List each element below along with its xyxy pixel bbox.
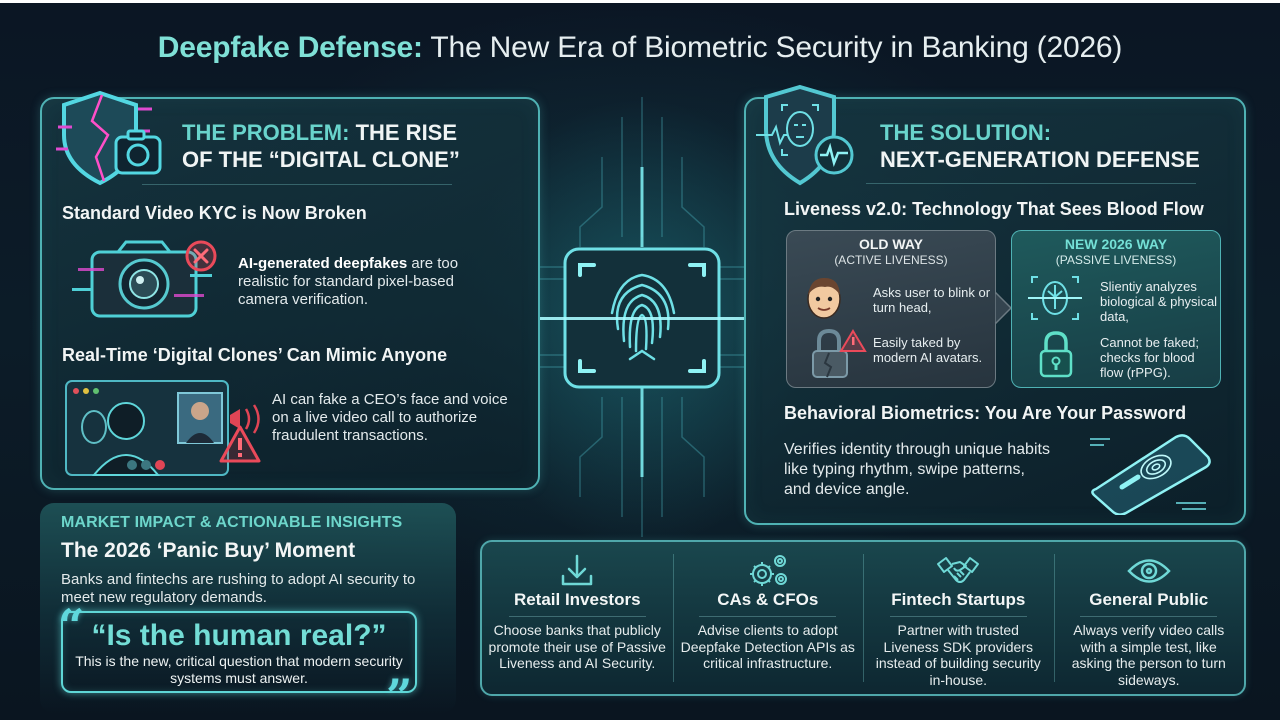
audience-text: Partner with trusted Liveness SDK provid… bbox=[875, 622, 1041, 688]
audience-text: Choose banks that publicly promote their… bbox=[488, 622, 666, 671]
new-way-point1: Slientiy analyzes biological & physical … bbox=[1100, 279, 1218, 324]
page-title: Deepfake Defense: The New Era of Biometr… bbox=[0, 31, 1280, 65]
kyc-bold: AI-generated deepfakes bbox=[238, 255, 408, 272]
solution-divider bbox=[866, 183, 1196, 184]
audience-text: Always verify video calls with a simple … bbox=[1071, 622, 1226, 688]
glitched-camera-icon bbox=[72, 240, 212, 318]
audience-strip: Retail Investors Choose banks that publi… bbox=[480, 540, 1246, 696]
solution-title: THE SOLUTION: NEXT-GENERATION DEFENSE bbox=[880, 119, 1200, 173]
audience-divider bbox=[508, 616, 646, 617]
quote-box: “Is the human real?” This is the new, cr… bbox=[61, 611, 417, 693]
behavioral-heading: Behavioral Biometrics: You Are Your Pass… bbox=[784, 403, 1187, 423]
problem-title: THE PROBLEM: THE RISE OF THE “DIGITAL CL… bbox=[182, 119, 460, 173]
problem-divider bbox=[142, 184, 452, 185]
shield-face-pulse-icon bbox=[756, 84, 854, 186]
old-way-point2: Easily taked by modern AI avatars. bbox=[873, 335, 983, 365]
download-icon bbox=[562, 554, 593, 586]
liveness-heading: Liveness v2.0: Technology That Sees Bloo… bbox=[784, 199, 1204, 219]
new-way-point2: Cannot be faked; checks for blood flow (… bbox=[1100, 335, 1200, 380]
new-way-title: NEW 2026 WAY bbox=[1064, 236, 1168, 252]
solution-title-accent: THE SOLUTION: bbox=[880, 120, 1052, 145]
title-rest: The New Era of Biometric Security in Ban… bbox=[422, 31, 1123, 64]
audience-general-public: General Public Always verify video calls… bbox=[1053, 542, 1245, 694]
solution-title-line2: NEXT-GENERATION DEFENSE bbox=[880, 147, 1200, 172]
gears-icon bbox=[749, 555, 787, 586]
quote-main: “Is the human real?” bbox=[91, 619, 387, 652]
video-call-icon bbox=[65, 380, 260, 476]
audience-title: CAs & CFOs bbox=[717, 590, 819, 609]
kyc-text: are too realistic for standard pixel-bas… bbox=[238, 255, 459, 308]
clone-description: AI can fake a CEO’s face and voice on a … bbox=[272, 391, 508, 444]
infographic-canvas: Deepfake Defense: The New Era of Biometr… bbox=[0, 3, 1280, 720]
market-title: The 2026 ‘Panic Buy’ Moment bbox=[61, 539, 356, 562]
open-quote-icon: “ bbox=[58, 599, 85, 653]
close-quote-icon: ” bbox=[386, 669, 413, 720]
phone-fingerprint-icon bbox=[1090, 434, 1211, 515]
problem-title-accent: THE PROBLEM: bbox=[182, 120, 350, 145]
broken-shield-camera-icon bbox=[56, 90, 162, 186]
kyc-description: AI-generated deepfakes are too realistic… bbox=[238, 255, 508, 309]
market-kicker: MARKET IMPACT & ACTIONABLE INSIGHTS bbox=[61, 514, 403, 531]
solution-panel: THE SOLUTION: NEXT-GENERATION DEFENSE Li… bbox=[744, 97, 1246, 525]
old-way-point1: Asks user to blink or turn head, bbox=[873, 285, 991, 315]
problem-panel: THE PROBLEM: THE RISE OF THE “DIGITAL CL… bbox=[40, 97, 540, 490]
audience-divider bbox=[889, 616, 1027, 617]
warning-triangle-icon bbox=[219, 425, 261, 463]
problem-title-line2: OF THE “DIGITAL CLONE” bbox=[182, 147, 460, 172]
face-scan-icon bbox=[1028, 276, 1082, 320]
audience-text: Advise clients to adopt Deepfake Detecti… bbox=[680, 622, 855, 671]
arrow-right-icon bbox=[995, 292, 1013, 324]
old-way-subtitle: (ACTIVE LIVENESS) bbox=[834, 253, 948, 267]
audience-divider bbox=[699, 616, 837, 617]
error-x-icon bbox=[185, 240, 217, 272]
broken-lock-warning-icon bbox=[812, 328, 867, 378]
market-body: Banks and fintechs are rushing to adopt … bbox=[61, 571, 416, 606]
audience-title: Retail Investors bbox=[513, 590, 641, 609]
behavioral-description: Verifies identity through unique habits … bbox=[784, 441, 1050, 498]
kyc-heading: Standard Video KYC is Now Broken bbox=[62, 203, 367, 223]
market-impact-panel: MARKET IMPACT & ACTIONABLE INSIGHTS The … bbox=[40, 503, 456, 719]
audience-cas-cfos: CAs & CFOs Advise clients to adopt Deepf… bbox=[672, 542, 864, 694]
center-graphic bbox=[540, 97, 744, 537]
audience-title: Fintech Startups bbox=[891, 590, 1026, 609]
old-way-title: OLD WAY bbox=[858, 236, 924, 252]
audience-fintech-startups: Fintech Startups Partner with trusted Li… bbox=[863, 542, 1054, 694]
new-way-card: NEW 2026 WAY (PASSIVE LIVENESS) Slientiy… bbox=[1011, 230, 1221, 388]
quote-sub: This is the new, critical question that … bbox=[75, 653, 403, 686]
clone-heading: Real-Time ‘Digital Clones’ Can Mimic Any… bbox=[62, 345, 448, 365]
audience-divider bbox=[1080, 616, 1218, 617]
cartoon-face-icon bbox=[807, 277, 841, 319]
circuit-lines bbox=[540, 97, 744, 537]
eye-icon bbox=[1127, 559, 1171, 583]
audience-retail-investors: Retail Investors Choose banks that publi… bbox=[482, 542, 673, 694]
old-way-card: OLD WAY (ACTIVE LIVENESS) Asks user to b… bbox=[786, 230, 996, 388]
new-way-subtitle: (PASSIVE LIVENESS) bbox=[1055, 253, 1177, 267]
padlock-icon bbox=[1039, 331, 1073, 378]
title-accent: Deepfake Defense: bbox=[157, 31, 423, 64]
handshake-icon bbox=[937, 557, 980, 583]
problem-title-rest: THE RISE bbox=[349, 120, 458, 145]
audience-title: General Public bbox=[1089, 590, 1209, 609]
